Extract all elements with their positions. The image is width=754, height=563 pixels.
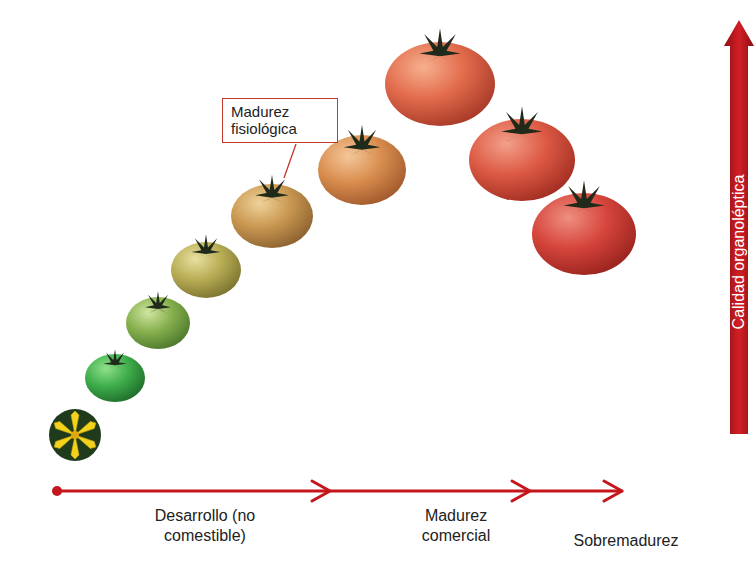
stage-label: Desarrollo (no comestible) [139,506,271,546]
stage-label: Sobremadurez [556,531,696,551]
tomato [385,28,495,126]
stage-label: Madurez comercial [404,506,508,546]
timeline-arrow [52,481,622,501]
tomato [231,175,313,248]
axis-label: Calidad organoléptica [730,174,748,329]
tomato [171,234,241,298]
leader-line [284,144,296,178]
callout-box: Madurez fisiológica [222,98,338,143]
tomato [532,180,636,275]
tomato [85,349,145,402]
quality-arrow: Calidad organoléptica [724,20,754,434]
tomato [469,106,575,201]
callout-text: Madurez fisiológica [231,103,329,138]
tomato-flower [49,409,101,461]
tomato [126,291,190,349]
